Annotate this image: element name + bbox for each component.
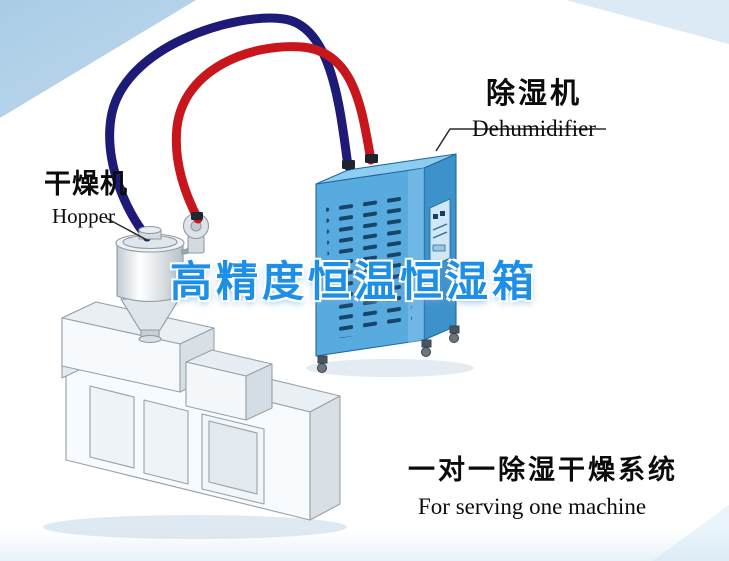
hoses <box>105 13 376 242</box>
panel-line-1 <box>432 223 448 231</box>
dehumidifier-label: 除湿机 Dehumidifier <box>446 70 622 142</box>
dehumidifier-label-title: 除湿机 <box>485 78 582 110</box>
hopper-label: 干燥机 Hopper <box>44 162 128 229</box>
dehumidifier-front-highlight <box>408 168 424 343</box>
system-caption: 一对一除湿干燥系统 For serving one machine <box>408 448 718 520</box>
blower-flange <box>191 212 203 220</box>
hopper-lid-cap <box>138 226 162 240</box>
system-caption-title: 一对一除湿干燥系统 <box>408 455 678 485</box>
panel-line-2 <box>432 231 448 239</box>
system-caption-subtitle: For serving one machine <box>418 494 647 519</box>
dehumidifier-top-face <box>315 153 457 185</box>
extruder-panel-3-inner <box>208 420 258 495</box>
dehumidifier-label-subtitle: Dehumidifier <box>472 116 596 141</box>
machine-flange-red <box>365 154 378 163</box>
panel-button-1 <box>433 214 438 219</box>
extruder-right-face <box>309 395 341 521</box>
hopper-leader-line <box>105 217 148 241</box>
hopper-neck-flange <box>138 334 162 344</box>
gearbox-right-face <box>245 363 273 421</box>
hopper-label-title: 干燥机 <box>44 169 128 199</box>
red-supply-hose <box>171 42 376 224</box>
dehumidifier-leader-line <box>435 128 606 152</box>
hose-connectors <box>138 154 378 240</box>
panel-button-2 <box>440 211 445 216</box>
leader-lines <box>105 128 606 241</box>
panel-display <box>432 244 446 252</box>
floor-shadows <box>43 359 474 539</box>
dehumidifier-vent-grille <box>326 190 412 340</box>
navy-return-hose <box>105 13 353 242</box>
extruder-machine <box>61 301 341 521</box>
drying-hopper <box>115 233 185 344</box>
extruder-panel-2 <box>143 399 189 485</box>
machine-flange-navy <box>342 160 355 169</box>
dehumidifier-casters <box>317 325 460 373</box>
hopper-body <box>116 242 184 302</box>
watermark-text: 高精度恒温恒湿箱 <box>170 258 539 305</box>
hopper-label-subtitle: Hopper <box>52 204 115 228</box>
dehumidifier-unit <box>315 153 460 373</box>
extruder-panel-1 <box>89 385 135 469</box>
